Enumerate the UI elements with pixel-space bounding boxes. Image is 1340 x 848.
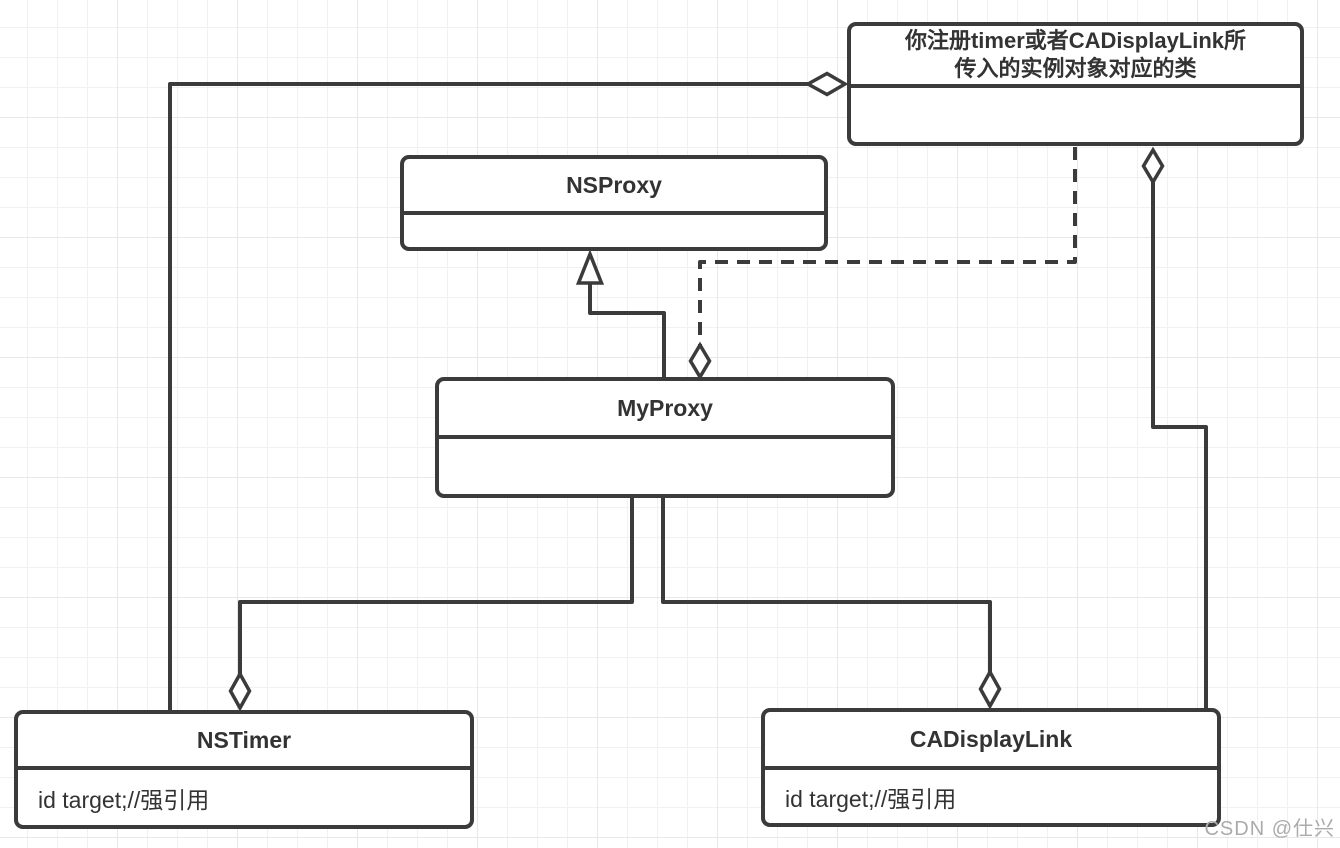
edge-myproxy-to-cadisplaylink xyxy=(661,495,992,675)
class-title: 你注册timer或者CADisplayLink所 传入的实例对象对应的类 xyxy=(851,26,1300,88)
edge-nstimer-to-registered-class xyxy=(168,82,808,712)
class-box-cadisplaylink: CADisplayLink id target;//强引用 xyxy=(761,708,1221,827)
edge-myproxy-to-nstimer xyxy=(238,495,634,675)
edge-myproxy-to-nsproxy xyxy=(588,280,666,379)
csdn-watermark: CSDN @仕兴 xyxy=(1204,818,1335,840)
class-title-line1: 你注册timer或者CADisplayLink所 xyxy=(904,28,1247,53)
class-title: NSProxy xyxy=(404,159,824,215)
class-title: CADisplayLink xyxy=(765,712,1217,770)
class-attributes-empty xyxy=(851,88,1300,142)
class-title: MyProxy xyxy=(439,381,891,439)
class-attribute-target: id target;//强引用 xyxy=(785,785,957,812)
class-attributes-empty xyxy=(439,439,891,494)
inheritance-arrow-icon xyxy=(575,249,605,285)
aggregation-diamond-icon xyxy=(804,71,849,97)
class-box-myproxy: MyProxy xyxy=(435,377,895,498)
edge-registered-class-to-myproxy-dashed xyxy=(698,147,1077,345)
class-box-nstimer: NSTimer id target;//强引用 xyxy=(14,710,474,829)
class-box-registered-class: 你注册timer或者CADisplayLink所 传入的实例对象对应的类 xyxy=(847,22,1304,146)
aggregation-diamond-icon xyxy=(228,670,252,712)
edge-cadisplaylink-to-registered-class xyxy=(1151,182,1208,710)
aggregation-diamond-icon xyxy=(1141,146,1165,186)
class-title: NSTimer xyxy=(18,714,470,770)
aggregation-diamond-icon xyxy=(978,668,1002,710)
aggregation-diamond-icon xyxy=(688,341,712,381)
class-box-nsproxy: NSProxy xyxy=(400,155,828,251)
class-title-line2: 传入的实例对象对应的类 xyxy=(954,56,1197,81)
class-attribute-target: id target;//强引用 xyxy=(38,786,210,813)
class-attributes-empty xyxy=(404,215,824,247)
